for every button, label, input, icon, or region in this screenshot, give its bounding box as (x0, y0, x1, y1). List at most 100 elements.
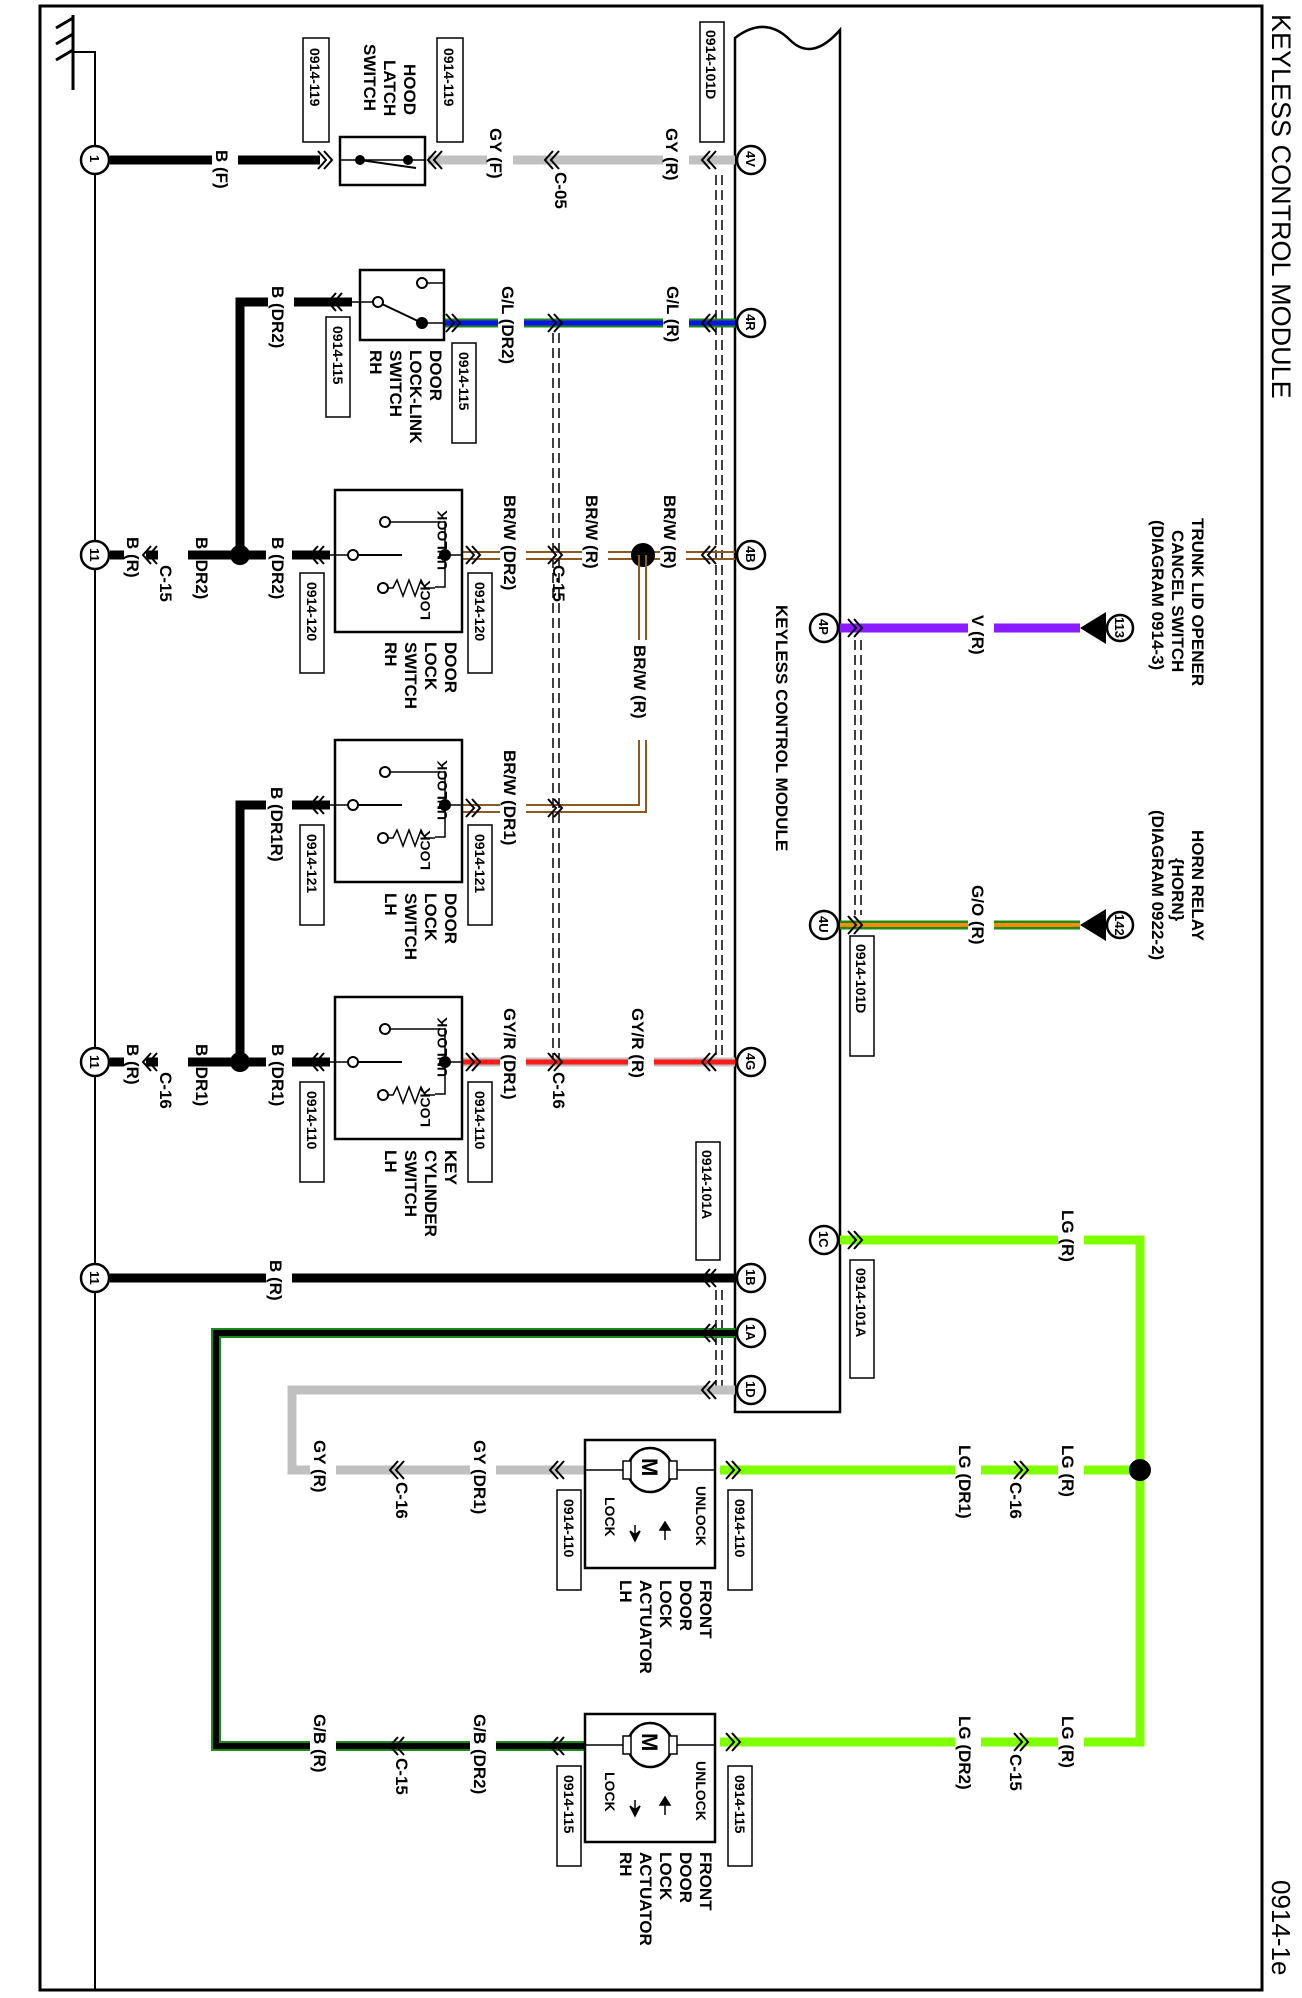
door-lock-link-switch-rh: 0914-115 0914-115 DOOR LOCK-LINK SWITCH … (325, 268, 477, 444)
svg-text:LOCK: LOCK (421, 642, 440, 691)
svg-text:GY (F): GY (F) (486, 128, 505, 179)
svg-text:C-05: C-05 (551, 172, 570, 209)
svg-text:UNLOCK: UNLOCK (693, 1761, 709, 1821)
pin-1B: 1B (735, 1262, 767, 1294)
svg-text:RH: RH (381, 642, 400, 667)
svg-text:UNLOCK: UNLOCK (434, 1017, 450, 1077)
svg-text:LOCK: LOCK (602, 1772, 618, 1812)
pin-4R: 4R (735, 307, 767, 339)
connector-0914-101A-left: 0914-101A (695, 1141, 721, 1261)
svg-text:C-16: C-16 (549, 1072, 568, 1109)
svg-text:DOOR: DOOR (676, 1580, 695, 1631)
svg-text:LG (DR2): LG (DR2) (955, 1716, 974, 1790)
svg-text:FRONT: FRONT (696, 1852, 715, 1911)
svg-text:0914-119: 0914-119 (441, 48, 457, 107)
svg-text:0914-110: 0914-110 (561, 1499, 577, 1558)
svg-text:RH: RH (366, 350, 385, 375)
wire-trunk-v: V (R) (840, 612, 1106, 655)
svg-text:0914-120: 0914-120 (472, 582, 488, 641)
svg-text:0914-121: 0914-121 (472, 834, 488, 893)
svg-text:LG (R): LG (R) (1058, 1716, 1077, 1768)
svg-text:G/O (R): G/O (R) (968, 885, 987, 945)
diagram-border (38, 4, 1264, 1992)
svg-text:SWITCH: SWITCH (401, 642, 420, 709)
svg-text:CANCEL SWITCH: CANCEL SWITCH (1168, 530, 1187, 672)
svg-text:BR/W (R): BR/W (R) (630, 645, 649, 719)
wire-link-b-dr2: B (DR2) (235, 286, 352, 555)
svg-text:11: 11 (87, 1055, 102, 1069)
svg-text:UNLOCK: UNLOCK (693, 1486, 709, 1546)
svg-text:DOOR: DOOR (441, 893, 460, 944)
ground-point-11: 11 (79, 539, 111, 571)
svg-text:113: 113 (1112, 617, 1127, 638)
svg-text:0914-101A: 0914-101A (853, 1268, 869, 1337)
wire-rh-b: B (R) C-15 B (DR2) B (DR2) (110, 537, 330, 602)
svg-text:B (DR1R): B (DR1R) (267, 787, 286, 862)
svg-text:LOCK-LINK: LOCK-LINK (406, 350, 425, 444)
svg-text:M: M (637, 1733, 662, 1751)
connector-0914-101D-right: 0914-101D (849, 935, 875, 1057)
svg-text:142: 142 (1112, 914, 1127, 936)
wire-kc-b: B (R) C-16 B (DR1) B (DR1) (110, 1044, 330, 1109)
ground-icon (55, 15, 96, 1990)
svg-text:{HORN}: {HORN} (1168, 858, 1187, 922)
svg-text:0914-119: 0914-119 (307, 48, 323, 107)
diagram-title: KEYLESS CONTROL MODULE (1266, 14, 1296, 399)
wire-gnd-1b: B (R) (110, 1260, 735, 1301)
svg-text:G/B (R): G/B (R) (310, 1714, 329, 1773)
ground-point-11: 11 (79, 1262, 111, 1294)
pin-4P: 4P (808, 612, 840, 644)
svg-text:TRUNK LID OPENER: TRUNK LID OPENER (1188, 518, 1207, 686)
svg-text:LG (R): LG (R) (1058, 1445, 1077, 1497)
pin-1C: 1C (808, 1224, 840, 1256)
svg-text:BR/W (R): BR/W (R) (582, 495, 601, 569)
svg-text:ACTUATOR: ACTUATOR (636, 1580, 655, 1674)
svg-text:BR/W (DR2): BR/W (DR2) (500, 495, 519, 590)
svg-text:SWITCH: SWITCH (401, 1150, 420, 1217)
pin-1A: 1A (735, 1317, 767, 1349)
svg-text:0914-101A: 0914-101A (699, 1150, 715, 1219)
horn-relay-ref: 142 HORN RELAY {HORN} (DIAGRAM 0922-2) (1105, 810, 1207, 960)
svg-text:LATCH: LATCH (380, 60, 399, 116)
svg-text:C-15: C-15 (549, 565, 568, 602)
wire-horn-go: G/O (R) (840, 885, 1106, 945)
svg-text:ACTUATOR: ACTUATOR (636, 1852, 655, 1946)
svg-text:1: 1 (87, 155, 102, 162)
svg-text:4G: 4G (743, 1053, 758, 1070)
svg-text:C-15: C-15 (1006, 1754, 1025, 1791)
svg-text:UNLOCK: UNLOCK (434, 510, 450, 570)
shield-101D-left (715, 175, 723, 1060)
svg-text:LOCK: LOCK (417, 1087, 433, 1127)
wire-gb: G/B (R) C-15 G/B (DR2) (211, 1328, 735, 1795)
svg-text:(DIAGRAM 0922-2): (DIAGRAM 0922-2) (1148, 810, 1167, 960)
svg-text:0914-115: 0914-115 (561, 1775, 577, 1834)
svg-text:LOCK: LOCK (602, 1497, 618, 1537)
pin-1D: 1D (735, 1374, 767, 1406)
svg-text:0914-121: 0914-121 (304, 834, 320, 893)
svg-text:LH: LH (616, 1580, 635, 1603)
svg-text:0914-101D: 0914-101D (853, 944, 869, 1013)
svg-text:SWITCH: SWITCH (401, 893, 420, 960)
svg-text:GY (R): GY (R) (662, 128, 681, 181)
svg-text:4R: 4R (743, 314, 758, 331)
shield-101A-left (715, 1290, 723, 1390)
svg-text:V (R): V (R) (968, 615, 987, 655)
svg-text:0914-115: 0914-115 (456, 352, 472, 411)
svg-text:LH: LH (381, 1150, 400, 1173)
page-code: 0914-1e (1266, 1880, 1296, 1975)
svg-text:0914-110: 0914-110 (472, 1091, 488, 1150)
svg-text:SWITCH: SWITCH (386, 350, 405, 417)
svg-text:LOCK: LOCK (656, 1580, 675, 1629)
svg-text:B (DR1): B (DR1) (192, 1044, 211, 1106)
door-lock-switch-rh: UNLOCK LOCK 0914-120 0914-120 DOOR LOCK … (299, 488, 493, 709)
svg-text:4V: 4V (743, 151, 758, 167)
front-door-lock-actuator-rh: M UNLOCK LOCK 0914-115 0914-115 FRONT DO… (556, 1712, 753, 1946)
svg-text:B (DR1): B (DR1) (268, 1044, 287, 1106)
svg-text:4B: 4B (743, 546, 758, 563)
svg-text:C-15: C-15 (156, 565, 175, 602)
wire-link-gl: G/L (DR2) G/L (R) (444, 286, 735, 364)
keyless-control-module-box: KEYLESS CONTROL MODULE (733, 25, 842, 1414)
svg-text:GY (DR1): GY (DR1) (470, 1440, 489, 1514)
svg-text:1A: 1A (743, 1324, 758, 1341)
